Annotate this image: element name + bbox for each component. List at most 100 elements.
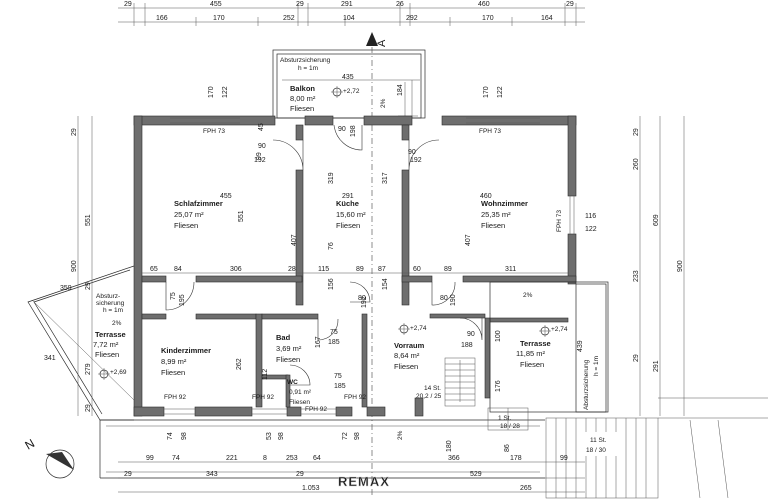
absturz-top-height: h = 1m <box>298 65 318 72</box>
absturz-right-label: Absturzsicherung <box>583 359 590 410</box>
fph-73-left: FPH 73 <box>203 128 225 135</box>
room-name-vorraum: Vorraum <box>394 341 425 350</box>
dim-v317: 317 <box>382 172 389 184</box>
dim-top-6: 460 <box>478 1 490 8</box>
stairs-small-count: 1 St. <box>498 415 512 422</box>
room-floor-schlafzimmer: Fliesen <box>174 221 198 230</box>
exterior-stairs-small <box>487 407 529 431</box>
dim-bb1-5: 253 <box>286 455 298 462</box>
dim-bb2-6: 265 <box>520 485 532 492</box>
dim-row2-3: 252 <box>283 15 295 22</box>
dim-d90e: 90 <box>467 331 475 338</box>
room-name-kinderzimmer: Kinderzimmer <box>161 346 211 355</box>
dim-h170a: 170 <box>208 86 215 98</box>
dim-h122b: 122 <box>497 86 504 98</box>
dim-b1-3: 53 <box>266 432 273 440</box>
dim-bb2-4: 1.053 <box>302 485 320 492</box>
absturz-left-3: h = 1m <box>103 307 123 314</box>
dim-v439: 439 <box>577 340 584 352</box>
dim-top-1: 29 <box>124 1 132 8</box>
dim-mid-8: 60 <box>413 266 421 273</box>
dim-b1-4: 98 <box>278 432 285 440</box>
dim-v262: 262 <box>236 358 243 370</box>
dim-v341: 341 <box>44 355 56 362</box>
dim-d75c: 75 <box>334 373 342 380</box>
dim-right-609: 609 <box>653 214 660 226</box>
level-balkon: +2,72 <box>343 88 360 95</box>
dim-v156: 156 <box>328 278 335 290</box>
dim-left-29: 29 <box>71 128 78 136</box>
dim-d192b: 192 <box>410 157 422 164</box>
level-vorraum: +2,74 <box>410 325 427 332</box>
dim-b1-1: 74 <box>167 432 174 440</box>
dim-h170b: 170 <box>483 86 490 98</box>
dim-d190: 190 <box>450 294 457 306</box>
room-area-bad: 3,69 m² <box>276 344 302 353</box>
room-area-terrasse-left: 7,72 m² <box>93 340 119 349</box>
dim-bal-width: 435 <box>342 74 354 81</box>
room-area-balkon: 8,00 m² <box>290 94 316 103</box>
exterior-stairs-large <box>545 397 768 499</box>
dim-v167: 167 <box>315 336 322 348</box>
dim-right-29b: 29 <box>633 354 640 362</box>
dim-mid-10: 311 <box>505 266 516 273</box>
dim-sz-455: 455 <box>220 193 232 200</box>
absturz-left-1: Absturz- <box>96 293 120 300</box>
dim-v154: 154 <box>382 278 389 290</box>
dim-row2-7: 164 <box>541 15 553 22</box>
absturz-right-height: h = 1m <box>593 356 600 376</box>
dim-b1-6: 98 <box>354 432 361 440</box>
room-name-schlafzimmer: Schlafzimmer <box>174 199 223 208</box>
dim-d75a: 75 <box>170 292 177 300</box>
dim-left-551: 551 <box>85 214 92 226</box>
dim-row2-5: 292 <box>406 15 418 22</box>
room-floor-balkon: Fliesen <box>290 104 314 113</box>
slope-balkon: 2% <box>380 98 387 108</box>
level-marker-vorraum <box>398 323 410 335</box>
dim-d75b: 75 <box>330 329 338 336</box>
dim-d90a: 90 <box>258 143 266 150</box>
level-terr-left: +2,69 <box>110 369 127 376</box>
dim-top-7: 29 <box>566 1 574 8</box>
top-dimension-chain: 29 455 29 291 26 460 29 166 170 252 104 … <box>118 1 585 26</box>
dim-mid-3: 306 <box>230 266 242 273</box>
room-floor-wohnzimmer: Fliesen <box>481 221 505 230</box>
dim-d90b: 90 <box>408 149 416 156</box>
doors <box>165 124 483 386</box>
balkon-area <box>272 49 426 119</box>
stairs-large-count: 11 St. <box>590 437 607 444</box>
room-name-kueche: Küche <box>336 199 359 208</box>
dim-bb1-9: 99 <box>560 455 568 462</box>
dim-right-233: 233 <box>633 270 640 282</box>
dim-d80: 80 <box>358 295 366 302</box>
dim-row2-1: 166 <box>156 15 168 22</box>
dim-bb2-2: 343 <box>206 471 218 478</box>
stairs-small-ratio: 18 / 28 <box>500 423 520 430</box>
dim-ku-291: 291 <box>342 193 354 200</box>
fph-73-side: FPH 73 <box>556 210 563 232</box>
room-floor-wc: Fliesen <box>289 399 310 406</box>
dim-bal-184: 184 <box>397 84 404 96</box>
north-label: N <box>23 436 38 452</box>
room-floor-vorraum: Fliesen <box>394 362 418 371</box>
dim-r-116: 116 <box>585 213 596 220</box>
dim-d192c: 192 <box>361 296 368 308</box>
dim-right-29: 29 <box>633 128 640 136</box>
dim-v359: 359 <box>60 285 72 292</box>
dim-h122a: 122 <box>222 86 229 98</box>
level-terr-right: +2,74 <box>551 326 568 333</box>
absturz-left-2: sicherung <box>96 300 125 307</box>
room-floor-terrasse-right: Fliesen <box>520 360 544 369</box>
dim-right-260: 260 <box>633 158 640 170</box>
dim-top-4: 291 <box>341 1 353 8</box>
room-area-wc: 0,91 m² <box>289 389 312 396</box>
dim-v45: 45 <box>258 123 265 131</box>
dim-v407a: 407 <box>291 234 298 246</box>
dim-v176: 176 <box>495 380 502 392</box>
room-floor-bad: Fliesen <box>276 355 300 364</box>
dim-b1-2: 98 <box>181 432 188 440</box>
dim-bb1-8: 178 <box>510 455 522 462</box>
room-area-kueche: 15,60 m² <box>336 210 366 219</box>
bottom-dimension-chain <box>118 461 585 493</box>
dim-r-122: 122 <box>585 226 597 233</box>
